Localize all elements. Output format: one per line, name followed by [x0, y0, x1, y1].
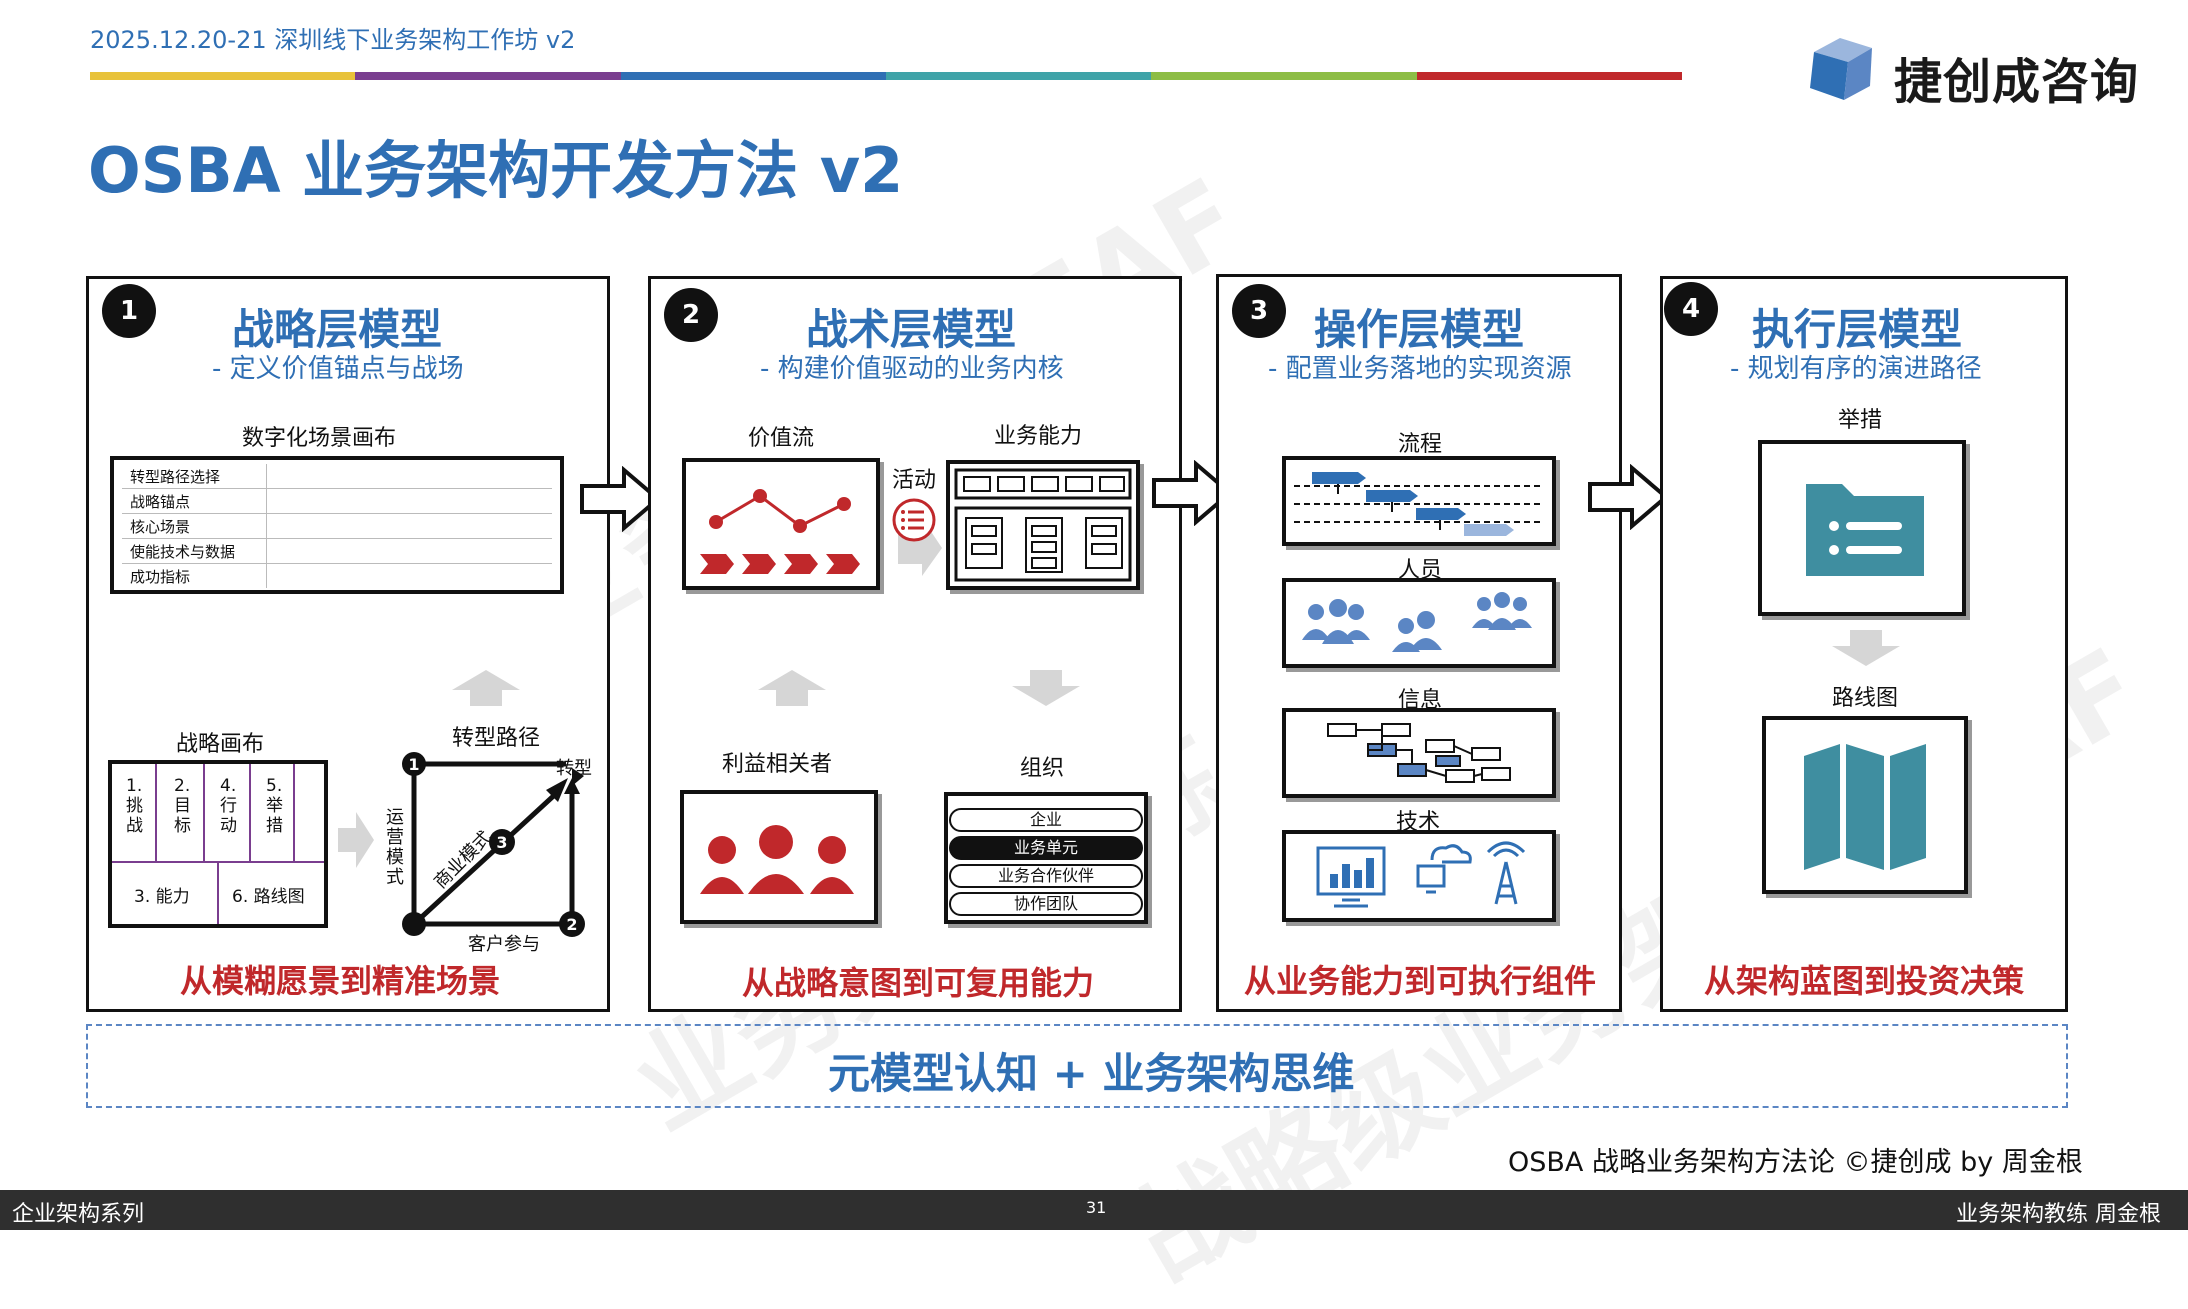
stripe-purple [355, 72, 621, 80]
footer-bar: 企业架构系列 31 业务架构教练 周金根 [0, 1190, 2188, 1230]
panel-2-title: 战术层模型 [806, 305, 1017, 354]
footer-page-number: 31 [1086, 1198, 1107, 1217]
customer-label: 客户参与 [468, 934, 540, 955]
cell-goal: 2. 目 标 [174, 776, 191, 836]
stripe-red [1416, 72, 1682, 80]
panel-4-subtitle: - 规划有序的演进路径 [1730, 354, 1982, 384]
capability-label: 业务能力 [994, 424, 1083, 449]
cell-challenge: 1. 挑 战 [126, 776, 143, 836]
stakeholder-box [680, 790, 878, 924]
footer-series: 企业架构系列 [12, 1202, 145, 1227]
initiative-label: 举措 [1838, 408, 1883, 433]
canvas-label: 数字化场景画布 [242, 426, 397, 451]
canvas-row: 转型路径选择 [122, 464, 552, 489]
cell-roadmap: 6. 路线图 [232, 887, 305, 907]
panel-2-subtitle: - 构建价值驱动的业务内核 [760, 354, 1064, 384]
panel-2-slogan: 从战略意图到可复用能力 [742, 964, 1095, 1002]
next-arrow-icon [580, 466, 662, 532]
panel-2-number: 2 [664, 288, 718, 342]
cell-initiative: 5. 举 措 [266, 776, 283, 836]
node-2: 2 [566, 915, 577, 934]
org-item: 业务合作伙伴 [949, 864, 1143, 888]
info-box [1282, 708, 1556, 798]
activity-icon [892, 498, 942, 576]
roadmap-label: 路线图 [1832, 686, 1899, 711]
canvas-row: 战略锚点 [122, 489, 552, 514]
up-arrow-icon [758, 670, 826, 706]
folder-list-icon [1806, 484, 1924, 576]
process-swimlane-icon [1294, 472, 1544, 536]
panel-1-number: 1 [102, 284, 156, 338]
stripe-yellow [90, 72, 356, 80]
transform-target-label: 转型 [556, 758, 592, 779]
up-arrow-icon [452, 670, 520, 706]
copyright-text: OSBA 战略业务架构方法论 ©捷创成 by 周金根 [1508, 1147, 2083, 1178]
process-label: 流程 [1398, 432, 1443, 457]
header-color-stripe [90, 72, 1682, 80]
brand-name: 捷创成咨询 [1894, 54, 2140, 110]
page-title: OSBA 业务架构开发方法 v2 [88, 134, 904, 207]
tech-box [1282, 830, 1556, 922]
value-stream-chart [700, 489, 860, 574]
people-box [1282, 578, 1556, 668]
technology-icons [1316, 841, 1526, 908]
panel-3-slogan: 从业务能力到可执行组件 [1244, 962, 1597, 1000]
down-arrow-icon [1012, 670, 1080, 706]
footer-author: 业务架构教练 周金根 [1956, 1202, 2161, 1227]
activity-label: 活动 [892, 468, 937, 493]
strategy-canvas-grid [112, 764, 324, 924]
strategy-canvas-label: 战略画布 [176, 732, 265, 757]
initiative-box [1758, 440, 1966, 616]
panel-4-title: 执行层模型 [1752, 305, 1963, 354]
people-icon [1302, 592, 1532, 652]
stakeholder-label: 利益相关者 [722, 752, 833, 777]
information-model-icon [1327, 723, 1511, 783]
canvas-row: 使能技术与数据 [122, 539, 552, 564]
foundation-band [86, 1024, 2068, 1108]
org-item: 企业 [949, 808, 1143, 832]
ops-model-label: 运 营 模 式 [386, 807, 404, 888]
panel-1-slogan: 从模糊愿景到精准场景 [180, 962, 501, 1000]
next-arrow-icon [1152, 460, 1234, 526]
next-arrow-icon [1588, 464, 1670, 530]
value-stream-label: 价值流 [748, 426, 815, 451]
roadmap-box [1762, 716, 1968, 894]
stripe-blue [620, 72, 886, 80]
org-item-selected: 业务单元 [949, 836, 1143, 860]
transform-diagram: 1 2 3 [402, 752, 585, 937]
node-3: 3 [496, 833, 507, 852]
org-label: 组织 [1020, 756, 1065, 781]
right-arrow-icon [338, 812, 374, 868]
panel-3-subtitle: - 配置业务落地的实现资源 [1268, 354, 1572, 384]
panel-3-title: 操作层模型 [1314, 305, 1525, 354]
node-1: 1 [408, 755, 419, 774]
transform-path-label: 转型路径 [452, 726, 541, 751]
panel-3-number: 3 [1232, 284, 1286, 338]
panel-4-number: 4 [1664, 282, 1718, 336]
header-date-title: 2025.12.20-21 深圳线下业务架构工作坊 v2 [90, 26, 576, 54]
map-icon [1804, 744, 1926, 870]
org-item: 协作团队 [949, 892, 1143, 916]
digital-scenario-canvas: 转型路径选择 战略锚点 核心场景 使能技术与数据 成功指标 [110, 456, 564, 594]
cell-capability: 3. 能力 [134, 887, 190, 907]
capability-map-icon [954, 468, 1132, 582]
panel-4-slogan: 从架构蓝图到投资决策 [1704, 962, 2025, 1000]
stripe-green [1151, 72, 1417, 80]
org-box: 企业 业务单元 业务合作伙伴 协作团队 [944, 792, 1148, 924]
stakeholder-people-icon [700, 825, 854, 894]
canvas-row: 成功指标 [122, 564, 552, 588]
down-arrow-icon [1832, 630, 1900, 666]
stripe-teal [885, 72, 1152, 80]
canvas-row: 核心场景 [122, 514, 552, 539]
panel-1-title: 战略层模型 [232, 305, 443, 354]
strategy-canvas: 1. 挑 战 2. 目 标 4. 行 动 5. 举 措 3. 能力 6. 路线图 [108, 760, 328, 928]
foundation-text: 元模型认知 + 业务架构思维 [828, 1049, 1355, 1098]
panel-1-subtitle: - 定义价值锚点与战场 [212, 354, 464, 384]
process-box [1282, 456, 1556, 546]
capability-box [946, 460, 1140, 590]
brand-cube-icon [1810, 38, 1872, 100]
cell-action: 4. 行 动 [220, 776, 237, 836]
value-stream-box [682, 458, 880, 590]
